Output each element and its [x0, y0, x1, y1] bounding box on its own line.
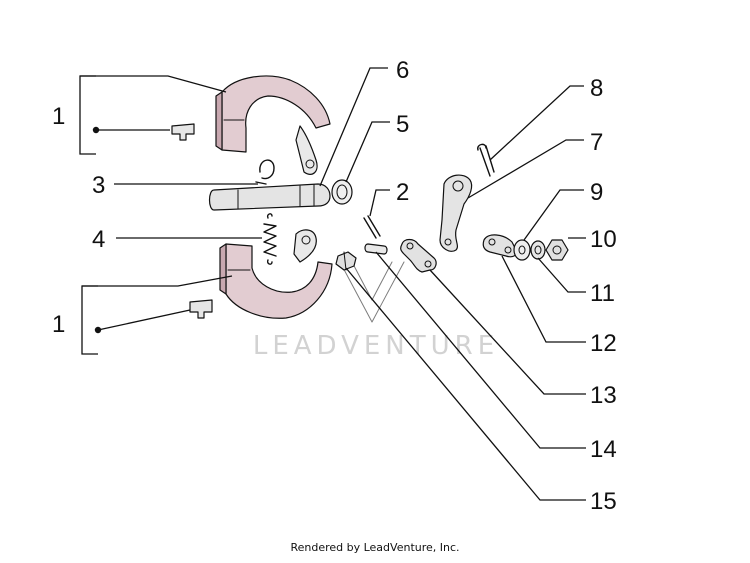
callout-12: 12: [590, 330, 617, 357]
bolt[interactable]: [335, 251, 357, 271]
callout-7: 7: [590, 129, 603, 156]
callout-11: 11: [590, 280, 615, 307]
callout-10: 10: [590, 226, 617, 253]
return-spring[interactable]: [263, 213, 277, 265]
callout-13: 13: [590, 382, 617, 409]
lever-plate[interactable]: [482, 234, 517, 258]
brake-cam-shaft[interactable]: [208, 183, 331, 211]
spring-washer[interactable]: [530, 240, 546, 260]
pivot-pin[interactable]: [364, 243, 388, 255]
watermark-text: LEADVENTURE: [253, 331, 499, 361]
cotter-pin-8[interactable]: [477, 143, 495, 177]
brake-shoe-lower[interactable]: [219, 229, 333, 319]
watermark-logo: [339, 261, 405, 323]
callouts: 1 1 2 3 4 5 6 7 8 9 10 11 12 13 14 15: [52, 57, 617, 515]
linkage-arm[interactable]: [400, 238, 437, 273]
sealing-ring[interactable]: [331, 179, 353, 205]
cotter-pin[interactable]: [363, 215, 381, 239]
leader-lines: [79, 67, 586, 501]
callout-6: 6: [396, 57, 409, 84]
callout-4: 4: [92, 226, 105, 253]
callout-9: 9: [590, 179, 603, 206]
footer-credit: Rendered by LeadVenture, Inc.: [290, 541, 460, 554]
flat-washer[interactable]: [513, 239, 531, 261]
callout-8: 8: [590, 75, 603, 102]
retaining-clip[interactable]: [255, 159, 275, 185]
callout-5: 5: [396, 111, 409, 138]
callout-3: 3: [92, 172, 105, 199]
brake-shoe-upper[interactable]: [215, 75, 331, 175]
hex-nut[interactable]: [545, 239, 569, 261]
callout-1-upper: 1: [52, 103, 65, 130]
callout-14: 14: [590, 436, 617, 463]
shoe-pad-clip-lower[interactable]: [189, 299, 213, 319]
shoe-pad-clip-upper[interactable]: [171, 123, 195, 141]
callout-15: 15: [590, 488, 617, 515]
callout-2: 2: [396, 179, 409, 206]
brake-lever[interactable]: [439, 174, 473, 252]
callout-1-lower: 1: [52, 311, 65, 338]
